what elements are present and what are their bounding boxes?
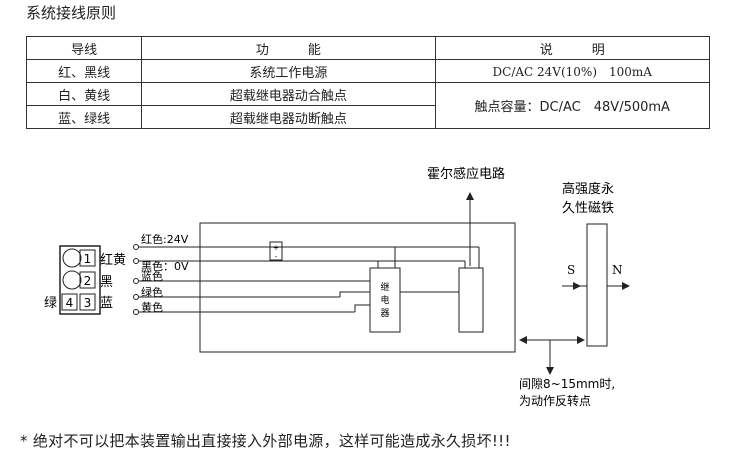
- conn-label-green: 绿: [44, 296, 57, 311]
- section-title: 系统接线原则: [26, 4, 117, 22]
- gap-label-2: 为动作反转点: [519, 393, 591, 408]
- cell-wire: 白、黄线: [25, 82, 143, 106]
- pin-4: 4: [66, 296, 74, 310]
- cell-wire: 红、黑线: [25, 59, 143, 83]
- pin-2: 2: [84, 274, 92, 288]
- wire-green-label: 绿色: [141, 285, 163, 299]
- device-enclosure: [199, 222, 516, 353]
- conn-label-blue: 蓝: [100, 296, 113, 311]
- wire-red-label: 红色:24V: [141, 232, 189, 246]
- permanent-magnet: [586, 223, 608, 347]
- wire-black-label: 黑色：0V: [141, 259, 189, 273]
- wire-yellow-label: 黄色: [141, 300, 163, 314]
- wire-green-bend: [339, 291, 370, 297]
- pin-1: 1: [84, 252, 92, 266]
- table-header-row: 导线 功 能 说 明: [25, 36, 710, 60]
- cell-function: 超载继电器动断触点: [141, 105, 436, 129]
- table-row: 白、黄线 超载继电器动合触点 触点容量：DC/AC 48V/500mA: [25, 82, 710, 129]
- conn-label-black: 黑: [100, 275, 113, 290]
- pin-3: 3: [84, 296, 92, 310]
- connector-body: [59, 245, 101, 315]
- hall-sensor-block: [458, 267, 484, 333]
- relay-block: [369, 267, 401, 333]
- cell-wire: 蓝、绿线: [25, 105, 143, 129]
- hall-label: 霍尔感应电路: [427, 166, 505, 182]
- wire-blue-label: 蓝色: [141, 269, 163, 283]
- relay-label-2: 电: [380, 294, 389, 306]
- table-row: 蓝、绿线 超载继电器动断触点: [25, 105, 710, 129]
- warning-note: * 绝对不可以把本装置输出直接接入外部电源，这样可能造成永久损坏!!!: [20, 432, 511, 450]
- header-note: 说 明: [434, 36, 710, 60]
- magnet-label-1: 高强度永: [562, 181, 614, 197]
- gap-label-1: 间隙8~15mm时,: [519, 377, 615, 391]
- relay-label-3: 器: [380, 308, 389, 319]
- connector-pins: 1 2 4 3: [61, 248, 96, 311]
- header-wire: 导线: [25, 36, 143, 60]
- table-row: 红、黑线 系统工作电源 DC/AC 24V(10%) 100mA: [25, 59, 710, 83]
- pole-n: N: [612, 263, 623, 277]
- pole-s: S: [567, 263, 575, 277]
- relay-label-1: 继: [380, 281, 389, 293]
- protection-component: [269, 241, 283, 261]
- wire-yellow-bend: [354, 304, 370, 312]
- svg-text:+: +: [273, 244, 279, 252]
- wiring-table: 导线 功 能 说 明 红、黑线 系统工作电源 DC/AC 24V(10%) 10…: [25, 36, 710, 129]
- cell-note-merged: 触点容量：DC/AC 48V/500mA: [434, 82, 710, 129]
- conn-label-red-yellow: 红黄: [100, 252, 126, 268]
- magnet-label-2: 久性磁铁: [562, 201, 614, 216]
- svg-text:-: -: [275, 253, 278, 261]
